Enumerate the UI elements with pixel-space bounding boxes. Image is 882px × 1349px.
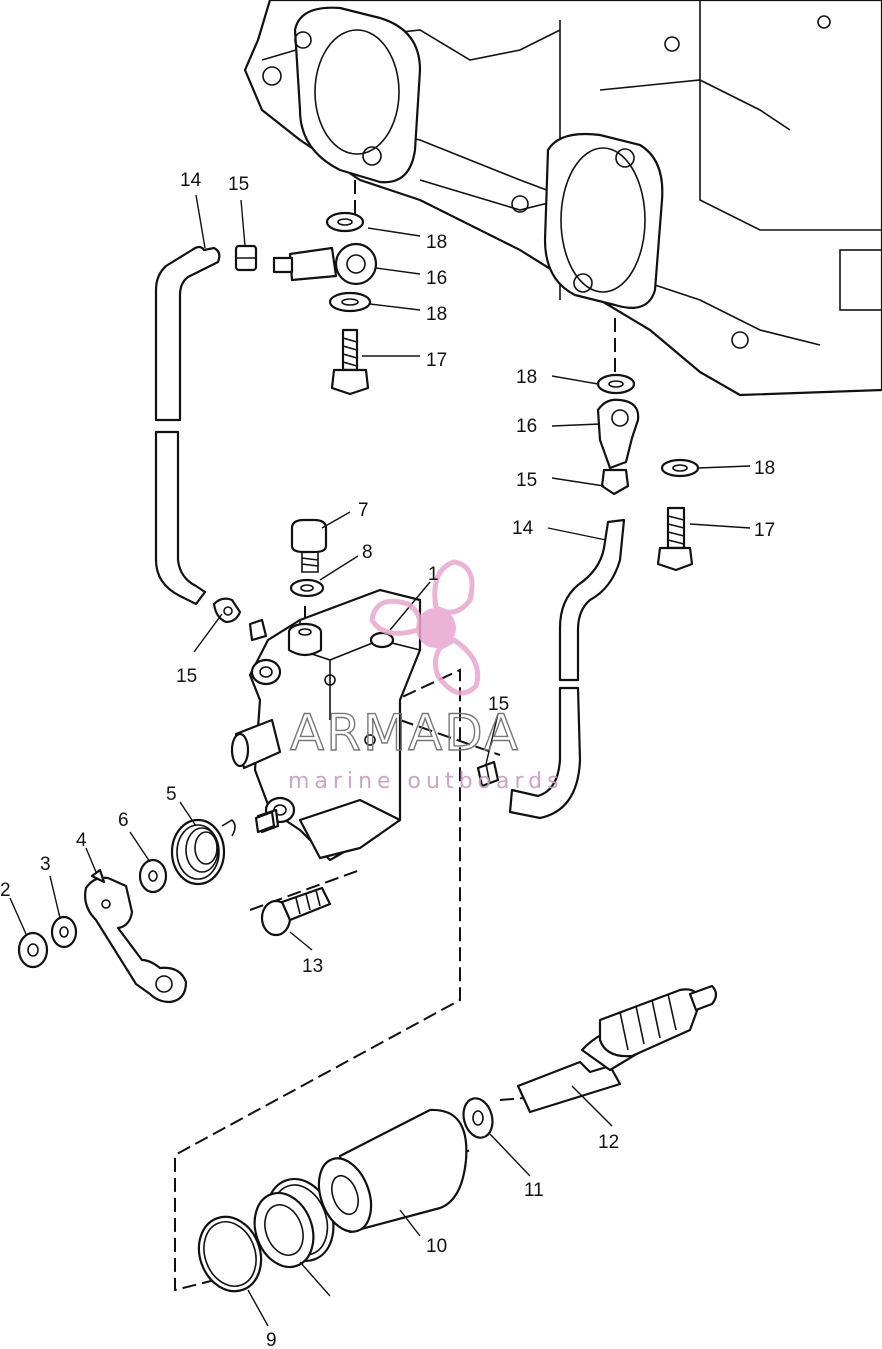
callout-13: 13 (302, 956, 323, 977)
drive-gear-shaft (516, 984, 718, 1114)
callout-5: 5 (166, 784, 177, 805)
callout-17-lower: 17 (754, 520, 775, 541)
callout-9: 9 (266, 1330, 277, 1349)
exhaust-flange-left (293, 6, 422, 184)
callout-18-lower-a: 18 (516, 367, 537, 388)
watermark-tagline: marine outboards (288, 769, 564, 794)
callout-17-upper: 17 (426, 350, 447, 371)
callout-18-upper-a: 18 (426, 232, 447, 253)
torsion-spring (170, 818, 236, 886)
thrust-washer (462, 1097, 494, 1139)
mounting-screw (260, 886, 332, 937)
callout-15-left: 15 (176, 666, 197, 687)
callout-3: 3 (40, 854, 51, 875)
fuel-hose-right (508, 518, 626, 820)
watermark-brand: ARMADA (290, 704, 520, 762)
callout-labels: 14 15 18 16 18 17 18 16 15 18 14 17 7 8 … (0, 170, 775, 1349)
callout-2: 2 (0, 880, 11, 901)
bushing-sleeve (317, 1108, 468, 1234)
banjo-fitting-group-lower (596, 373, 700, 572)
callout-11: 11 (524, 1180, 544, 1201)
callout-14-lower: 14 (512, 518, 534, 539)
callout-16-lower: 16 (516, 416, 537, 437)
callout-15-upper: 15 (228, 174, 249, 195)
callout-12: 12 (598, 1132, 619, 1153)
fuel-hose-left (154, 245, 221, 606)
leader-lines (9, 194, 751, 1327)
watermark: ARMADA marine outboards (288, 559, 564, 794)
callout-18-upper-b: 18 (426, 304, 447, 325)
propeller-logo-icon (369, 559, 481, 696)
callout-18-lower-b: 18 (754, 458, 775, 479)
callout-1: 1 (428, 564, 439, 585)
callout-6: 6 (118, 810, 129, 831)
fuel-pump-body (230, 588, 422, 862)
callout-14-upper: 14 (180, 170, 202, 191)
callout-15-lower: 15 (516, 470, 537, 491)
hose-clip-right (476, 760, 500, 788)
callout-4: 4 (76, 830, 87, 851)
callout-8: 8 (362, 542, 373, 563)
callout-10: 10 (426, 1236, 447, 1257)
callout-16-upper: 16 (426, 268, 447, 289)
callout-7: 7 (358, 500, 369, 521)
banjo-fitting-group-upper (234, 211, 378, 396)
plug-and-washer (289, 518, 328, 598)
oil-seal (253, 1177, 335, 1269)
lever-assembly (17, 810, 276, 1004)
o-ring (197, 1215, 263, 1293)
exhaust-flange-right (543, 132, 664, 309)
callout-15-right: 15 (488, 694, 509, 715)
